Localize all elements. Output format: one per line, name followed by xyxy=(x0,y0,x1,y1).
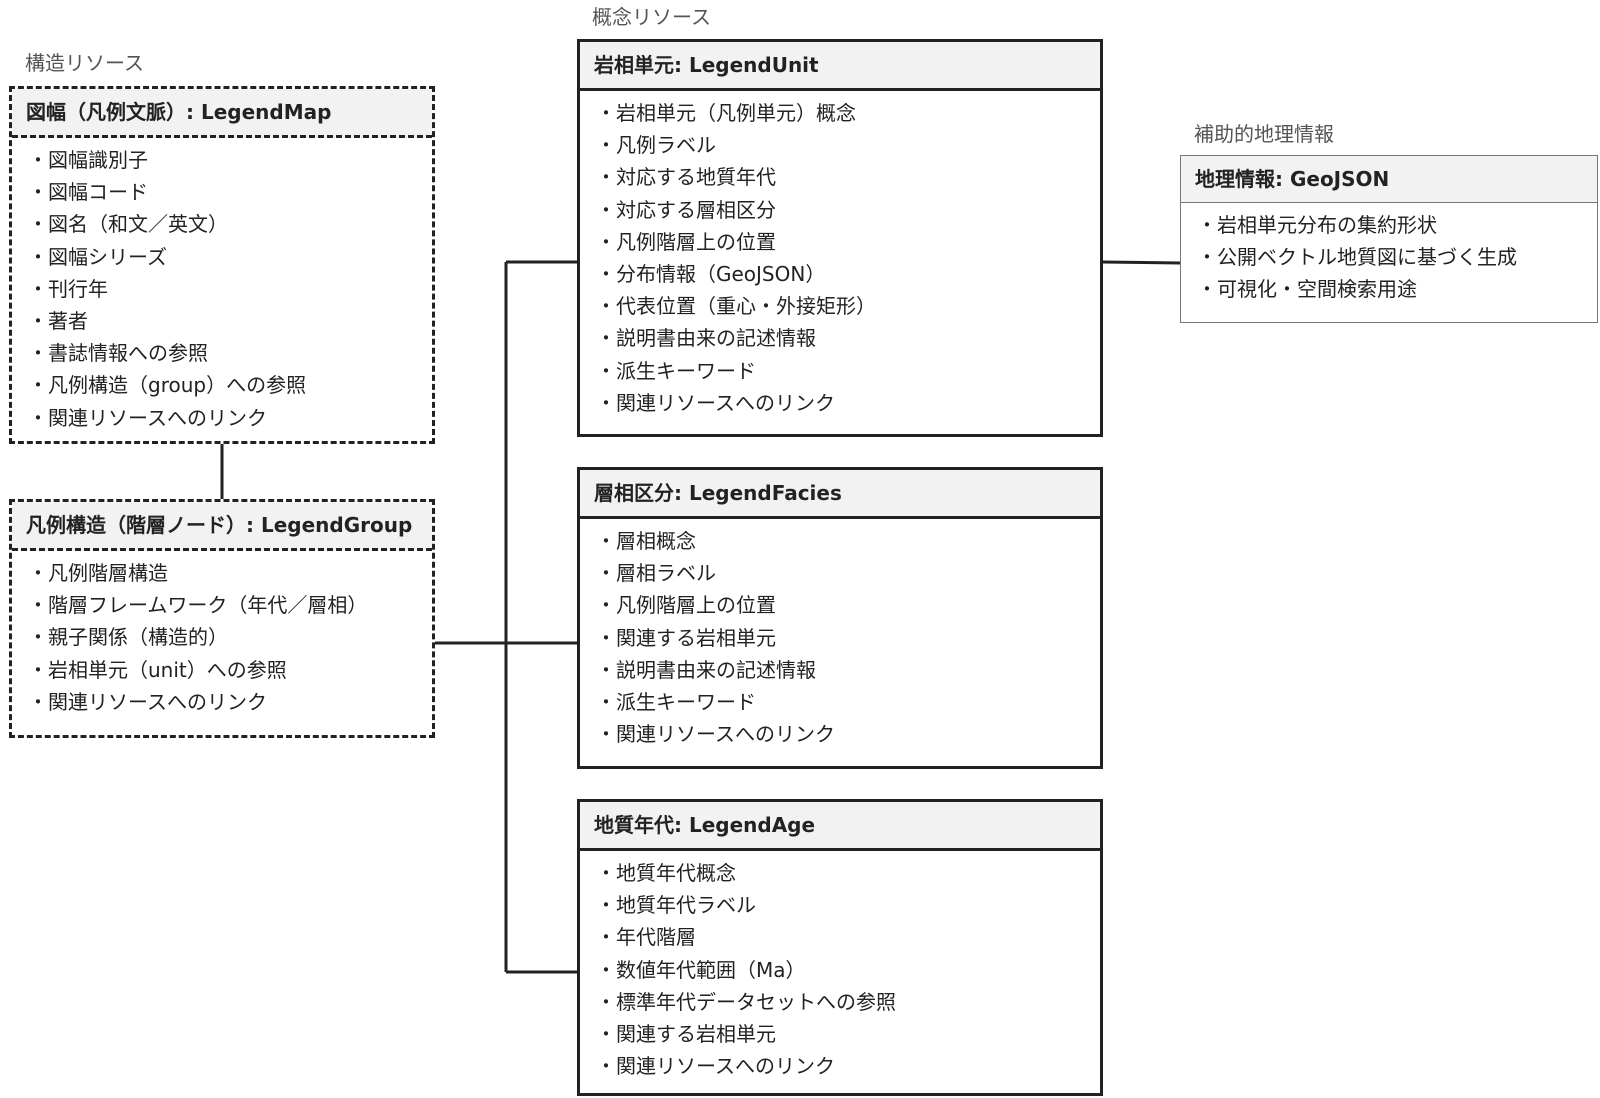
list-item: 分布情報（GeoJSON） xyxy=(596,258,1100,290)
list-item: 数値年代範囲（Ma） xyxy=(596,954,1100,986)
legend-age-title: 地質年代: LegendAge xyxy=(580,802,1100,851)
legend-group-box: 凡例構造（階層ノード）: LegendGroup 凡例階層構造 階層フレームワー… xyxy=(9,499,435,738)
auxiliary-geo-info-label: 補助的地理情報 xyxy=(1194,122,1334,146)
list-item: 関連リソースへのリンク xyxy=(596,387,1100,419)
legend-facies-attribute-list: 層相概念 層相ラベル 凡例階層上の位置 関連する岩相単元 説明書由来の記述情報 … xyxy=(580,519,1100,750)
list-item: 刊行年 xyxy=(28,273,432,305)
legend-unit-title: 岩相単元: LegendUnit xyxy=(580,42,1100,91)
list-item: 関連リソースへのリンク xyxy=(28,402,432,434)
list-item: 親子関係（構造的） xyxy=(28,621,432,653)
conceptual-resources-label: 概念リソース xyxy=(592,5,711,29)
list-item: 凡例階層上の位置 xyxy=(596,226,1100,258)
list-item: 図幅シリーズ xyxy=(28,241,432,273)
list-item: 図幅識別子 xyxy=(28,144,432,176)
list-item: 派生キーワード xyxy=(596,686,1100,718)
unit-geojson-connector xyxy=(1101,260,1181,265)
list-item: 凡例ラベル xyxy=(596,129,1100,161)
legend-group-title: 凡例構造（階層ノード）: LegendGroup xyxy=(12,502,432,551)
legend-age-box: 地質年代: LegendAge 地質年代概念 地質年代ラベル 年代階層 数値年代… xyxy=(577,799,1103,1096)
legend-facies-box: 層相区分: LegendFacies 層相概念 層相ラベル 凡例階層上の位置 関… xyxy=(577,467,1103,769)
legend-map-attribute-list: 図幅識別子 図幅コード 図名（和文／英文） 図幅シリーズ 刊行年 著者 書誌情報… xyxy=(12,138,432,434)
legend-map-title: 図幅（凡例文脈）: LegendMap xyxy=(12,89,432,138)
list-item: 書誌情報への参照 xyxy=(28,337,432,369)
list-item: 年代階層 xyxy=(596,921,1100,953)
structural-resources-label: 構造リソース xyxy=(25,51,144,75)
list-item: 公開ベクトル地質図に基づく生成 xyxy=(1197,241,1597,273)
list-item: 関連リソースへのリンク xyxy=(596,1050,1100,1082)
legend-facies-title: 層相区分: LegendFacies xyxy=(580,470,1100,519)
list-item: 派生キーワード xyxy=(596,355,1100,387)
list-item: 標準年代データセットへの参照 xyxy=(596,986,1100,1018)
legend-unit-box: 岩相単元: LegendUnit 岩相単元（凡例単元）概念 凡例ラベル 対応する… xyxy=(577,39,1103,437)
geojson-attribute-list: 岩相単元分布の集約形状 公開ベクトル地質図に基づく生成 可視化・空間検索用途 xyxy=(1181,203,1597,306)
list-item: 凡例階層上の位置 xyxy=(596,589,1100,621)
list-item: 層相概念 xyxy=(596,525,1100,557)
legend-age-attribute-list: 地質年代概念 地質年代ラベル 年代階層 数値年代範囲（Ma） 標準年代データセッ… xyxy=(580,851,1100,1082)
list-item: 岩相単元（凡例単元）概念 xyxy=(596,97,1100,129)
list-item: 関連リソースへのリンク xyxy=(28,686,432,718)
list-item: 図名（和文／英文） xyxy=(28,208,432,240)
list-item: 階層フレームワーク（年代／層相） xyxy=(28,589,432,621)
list-item: 対応する層相区分 xyxy=(596,194,1100,226)
list-item: 代表位置（重心・外接矩形） xyxy=(596,290,1100,322)
geojson-title: 地理情報: GeoJSON xyxy=(1181,156,1597,203)
legend-map-box: 図幅（凡例文脈）: LegendMap 図幅識別子 図幅コード 図名（和文／英文… xyxy=(9,86,435,444)
list-item: 関連リソースへのリンク xyxy=(596,718,1100,750)
list-item: 岩相単元分布の集約形状 xyxy=(1197,209,1597,241)
list-item: 凡例構造（group）への参照 xyxy=(28,369,432,401)
list-item: 著者 xyxy=(28,305,432,337)
legend-group-attribute-list: 凡例階層構造 階層フレームワーク（年代／層相） 親子関係（構造的） 岩相単元（u… xyxy=(12,551,432,718)
legend-unit-attribute-list: 岩相単元（凡例単元）概念 凡例ラベル 対応する地質年代 対応する層相区分 凡例階… xyxy=(580,91,1100,419)
list-item: 対応する地質年代 xyxy=(596,161,1100,193)
list-item: 可視化・空間検索用途 xyxy=(1197,273,1597,305)
list-item: 関連する岩相単元 xyxy=(596,1018,1100,1050)
geojson-box: 地理情報: GeoJSON 岩相単元分布の集約形状 公開ベクトル地質図に基づく生… xyxy=(1180,155,1598,323)
list-item: 関連する岩相単元 xyxy=(596,622,1100,654)
list-item: 層相ラベル xyxy=(596,557,1100,589)
list-item: 岩相単元（unit）への参照 xyxy=(28,654,432,686)
list-item: 説明書由来の記述情報 xyxy=(596,322,1100,354)
list-item: 地質年代ラベル xyxy=(596,889,1100,921)
list-item: 説明書由来の記述情報 xyxy=(596,654,1100,686)
list-item: 地質年代概念 xyxy=(596,857,1100,889)
list-item: 凡例階層構造 xyxy=(28,557,432,589)
list-item: 図幅コード xyxy=(28,176,432,208)
